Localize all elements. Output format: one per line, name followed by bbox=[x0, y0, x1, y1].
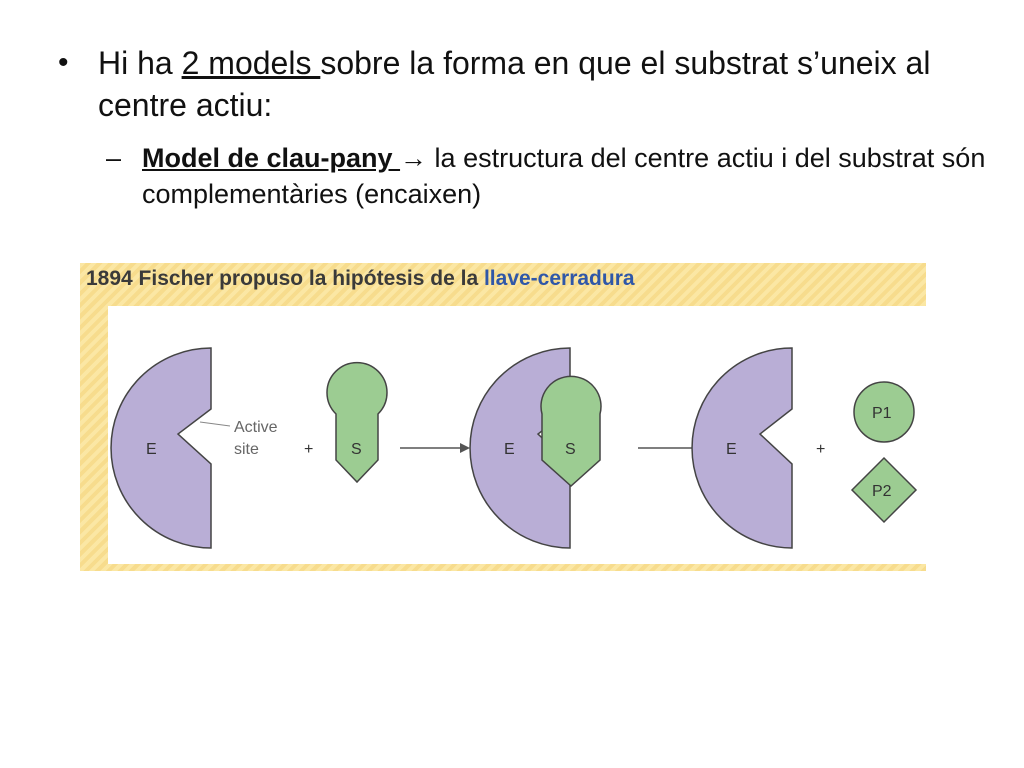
bullet-main-suffix: sobre la forma en que el substrat s’unei… bbox=[98, 45, 931, 123]
product-2-shape bbox=[850, 456, 918, 524]
lock-and-key-figure: 1894 Fischer propuso la hipótesis de la … bbox=[80, 263, 926, 571]
model-description: la estructura del centre actiu i del sub… bbox=[142, 143, 986, 209]
figure-title: 1894 Fischer propuso la hipótesis de la … bbox=[86, 267, 635, 291]
product-1-shape bbox=[853, 381, 915, 443]
enzyme-label-1: E bbox=[146, 441, 157, 458]
active-site-label-line1: Active bbox=[234, 419, 278, 436]
reaction-arrow-1-head bbox=[460, 443, 470, 453]
bullet-list: • Hi ha 2 models sobre la forma en que e… bbox=[58, 42, 988, 212]
substrate-label-1: S bbox=[351, 441, 362, 458]
enzyme-label-2: E bbox=[504, 441, 515, 458]
active-site-pointer bbox=[199, 421, 231, 427]
bullet-main: • Hi ha 2 models sobre la forma en que e… bbox=[58, 42, 988, 126]
bullet-main-prefix: Hi ha bbox=[98, 45, 182, 81]
bullet-main-underlined: 2 models bbox=[181, 45, 321, 81]
bullet-marker: • bbox=[58, 46, 69, 79]
plus-sign-1: + bbox=[304, 441, 313, 458]
substrate-shape-2 bbox=[540, 375, 602, 488]
enzyme-label-3: E bbox=[726, 441, 737, 458]
sub-bullet-marker: – bbox=[106, 143, 122, 173]
substrate-label-2: S bbox=[565, 441, 576, 458]
diagram-panel: E Active site + S E S E + P1 bbox=[108, 306, 926, 564]
active-site-label-line2: site bbox=[234, 441, 259, 458]
figure-title-highlight: llave-cerradura bbox=[483, 267, 635, 290]
plus-sign-2: + bbox=[816, 441, 825, 458]
product-1-label: P1 bbox=[872, 405, 892, 422]
enzyme-shape-1 bbox=[110, 347, 212, 549]
figure-title-prefix: 1894 Fischer propuso la hipótesis de la bbox=[86, 267, 484, 290]
lock-key-diagram: E Active site + S E S E + P1 bbox=[110, 347, 918, 549]
bullet-sub: – Model de clau-pany → la estructura del… bbox=[106, 140, 988, 212]
product-2-label: P2 bbox=[872, 483, 892, 500]
enzyme-shape-3 bbox=[691, 347, 793, 549]
model-name: Model de clau-pany bbox=[142, 143, 401, 173]
substrate-shape-1 bbox=[326, 361, 388, 484]
arrow-icon: → bbox=[400, 143, 428, 173]
